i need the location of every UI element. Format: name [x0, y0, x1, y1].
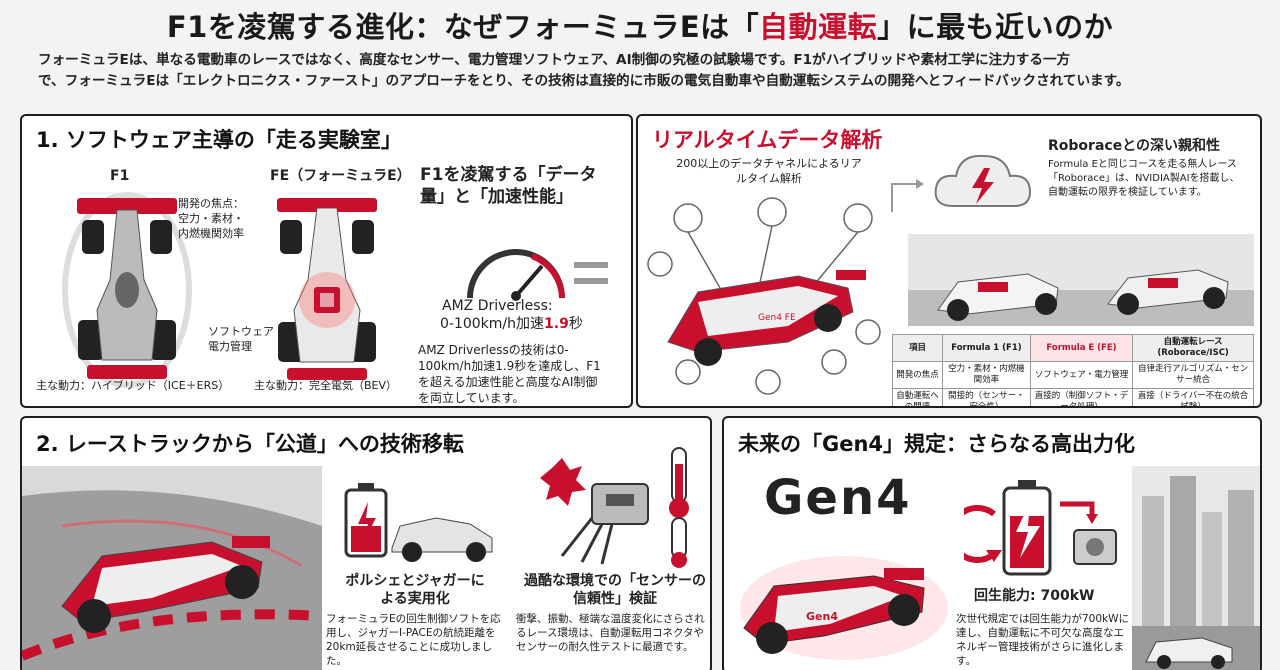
amz-line2: 0-100km/h加速1.9秒 [440, 316, 583, 332]
panel-gen4: 未来の「Gen4」規定：さらなる高出力化 Gen4 Gen4 回生能力: 700… [722, 416, 1262, 670]
f1-car-topview-icon [62, 192, 192, 388]
cloud-lightning-icon [934, 154, 1032, 207]
table-cell: 空力・素材・内燃機関効率 [942, 361, 1031, 389]
fe-power-label: 主な動力：完全電気（BEV） [254, 379, 398, 392]
amz-line2-pre: 0-100km/h加速 [440, 316, 545, 332]
track-car-illustration [22, 466, 322, 670]
roborace-desc: Formula Eと同じコースを走る無人レース「Roborace」は、NVIDI… [1048, 159, 1240, 198]
table-header: Formula 1 (F1) [942, 334, 1031, 362]
porsche-desc: フォーミュラEの回生制御ソフトを応用し、ジャガーI-PACEの航続距離を20km… [326, 613, 501, 667]
city-skyline-illustration [1132, 466, 1260, 670]
realtime-heading: リアルタイムデータ解析 [652, 128, 883, 152]
table-header: Formula E (FE) [1029, 334, 1134, 362]
sensor-connector-icon [540, 447, 689, 568]
gen4-logo: Gen4 [764, 470, 912, 526]
table-cell: 直接（ドライバー不在の統合試験） [1132, 388, 1254, 406]
amz-line2-post: 秒 [568, 316, 583, 332]
roborace-heading: Roboraceとの深い親和性 [1048, 138, 1221, 154]
lead-paragraph: フォーミュラEは、単なる電動車のレースではなく、高度なセンサー、電力管理ソフトウ… [38, 50, 1248, 92]
f1-focus-label: 開発の焦点： 空力・素材・ 内燃機関効率 [178, 197, 244, 240]
f1-label: F1 [110, 168, 130, 184]
fe-label: FE（フォーミュラE） [270, 168, 411, 184]
panel1-heading: 1. ソフトウェア主導の「走る実験室」 [36, 128, 402, 152]
battery-ev-icon [344, 483, 493, 562]
table-cell: ソフトウェア・電力管理 [1029, 361, 1134, 389]
regen-desc: 次世代規定では回生能力が700kWに達し、自動運転に不可欠な高度なエネルギー管理… [956, 613, 1130, 667]
table-cell: 自律走行アルゴリズム・センサー統合 [1132, 361, 1254, 389]
amz-line2-num: 1.9 [544, 316, 569, 332]
table-row: 自動運転への関連 間接的（センサー・安全性） 直接的（制御ソフト・データ処理） … [891, 388, 1254, 406]
amz-desc: AMZ Driverlessの技術は0-100km/h加速1.9秒を達成し、F1… [418, 343, 601, 405]
sensor-title: 過酷な環境での「センサーの信頼性」検証 [524, 573, 706, 607]
gen4-car-text: Gen4 [806, 610, 838, 623]
porsche-title: ポルシェとジャガーによる実用化 [345, 573, 485, 607]
title-highlight: 自動運転 [759, 10, 878, 44]
realtime-car-text: Gen4 FE [758, 313, 796, 323]
table-cell: 開発の焦点 [891, 361, 944, 389]
panel-tech-transfer: 2. レーストラックから「公道」への技術移転 ポルシェとジャガーによる実用化 フ… [20, 416, 712, 670]
roborace-cars-illustration [908, 234, 1254, 326]
lead-line-2: で、フォーミュラEは「エレクトロニクス・ファースト」のアプローチをとり、その技術… [38, 73, 1130, 89]
table-header: 項目 [891, 334, 944, 362]
table-header: 自動運転レース(Roborace/ISC) [1132, 334, 1254, 362]
panel2-heading: 2. レーストラックから「公道」への技術移転 [36, 432, 464, 456]
panel3-heading: 未来の「Gen4」規定：さらなる高出力化 [738, 432, 1136, 456]
title-text-2: 」に最も近いのか [877, 10, 1114, 44]
gen4-car-illustration: Gen4 [740, 556, 948, 660]
lead-line-1: フォーミュラEは、単なる電動車のレースではなく、高度なセンサー、電力管理ソフトウ… [38, 52, 1071, 68]
table-row: 開発の焦点 空力・素材・内燃機関効率 ソフトウェア・電力管理 自律走行アルゴリズ… [891, 361, 1254, 389]
comparison-table: 項目 Formula 1 (F1) Formula E (FE) 自動運転レース… [891, 334, 1254, 406]
regen-battery-icon [964, 480, 1117, 576]
f1-power-label: 主な動力：ハイブリッド（ICE＋ERS） [36, 379, 230, 392]
page-title: F1を凌駕する進化：なぜフォーミュラEは「自動運転」に最も近いのか [0, 4, 1280, 44]
fe-focus-label: ソフトウェア・ 電力管理 [208, 325, 285, 353]
table-cell: 自動運転への関連 [891, 388, 944, 406]
fe-car-topview-icon [277, 198, 377, 380]
panel-software-lab: 1. ソフトウェア主導の「走る実験室」 F1 FE（フォーミュラE） 開発の焦点… [20, 114, 633, 408]
panel-realtime-data: リアルタイムデータ解析 200以上のデータチャネルによるリアルタイム解析 Gen… [636, 114, 1262, 408]
amz-line1: AMZ Driverless: [442, 298, 553, 314]
arrow-to-cloud-icon [891, 179, 924, 212]
table-cell: 間接的（センサー・安全性） [942, 388, 1031, 406]
realtime-sub: 200以上のデータチャネルによるリアルタイム解析 [676, 157, 862, 185]
data-channel-icons: Gen4 FE [647, 197, 881, 395]
table-cell: 直接的（制御ソフト・データ処理） [1029, 388, 1134, 406]
regen-label: 回生能力: 700kW [974, 588, 1095, 604]
sensor-desc: 衝撃、振動、極端な温度変化にさらされるレース環境は、自動運転用コネクタやセンサー… [516, 613, 705, 653]
data-heading: F1を凌駕する「データ量」と「加速性能」 [420, 165, 597, 207]
speedometer-icon [467, 249, 608, 301]
title-text-1: F1を凌駕する進化：なぜフォーミュラEは「 [166, 10, 760, 44]
